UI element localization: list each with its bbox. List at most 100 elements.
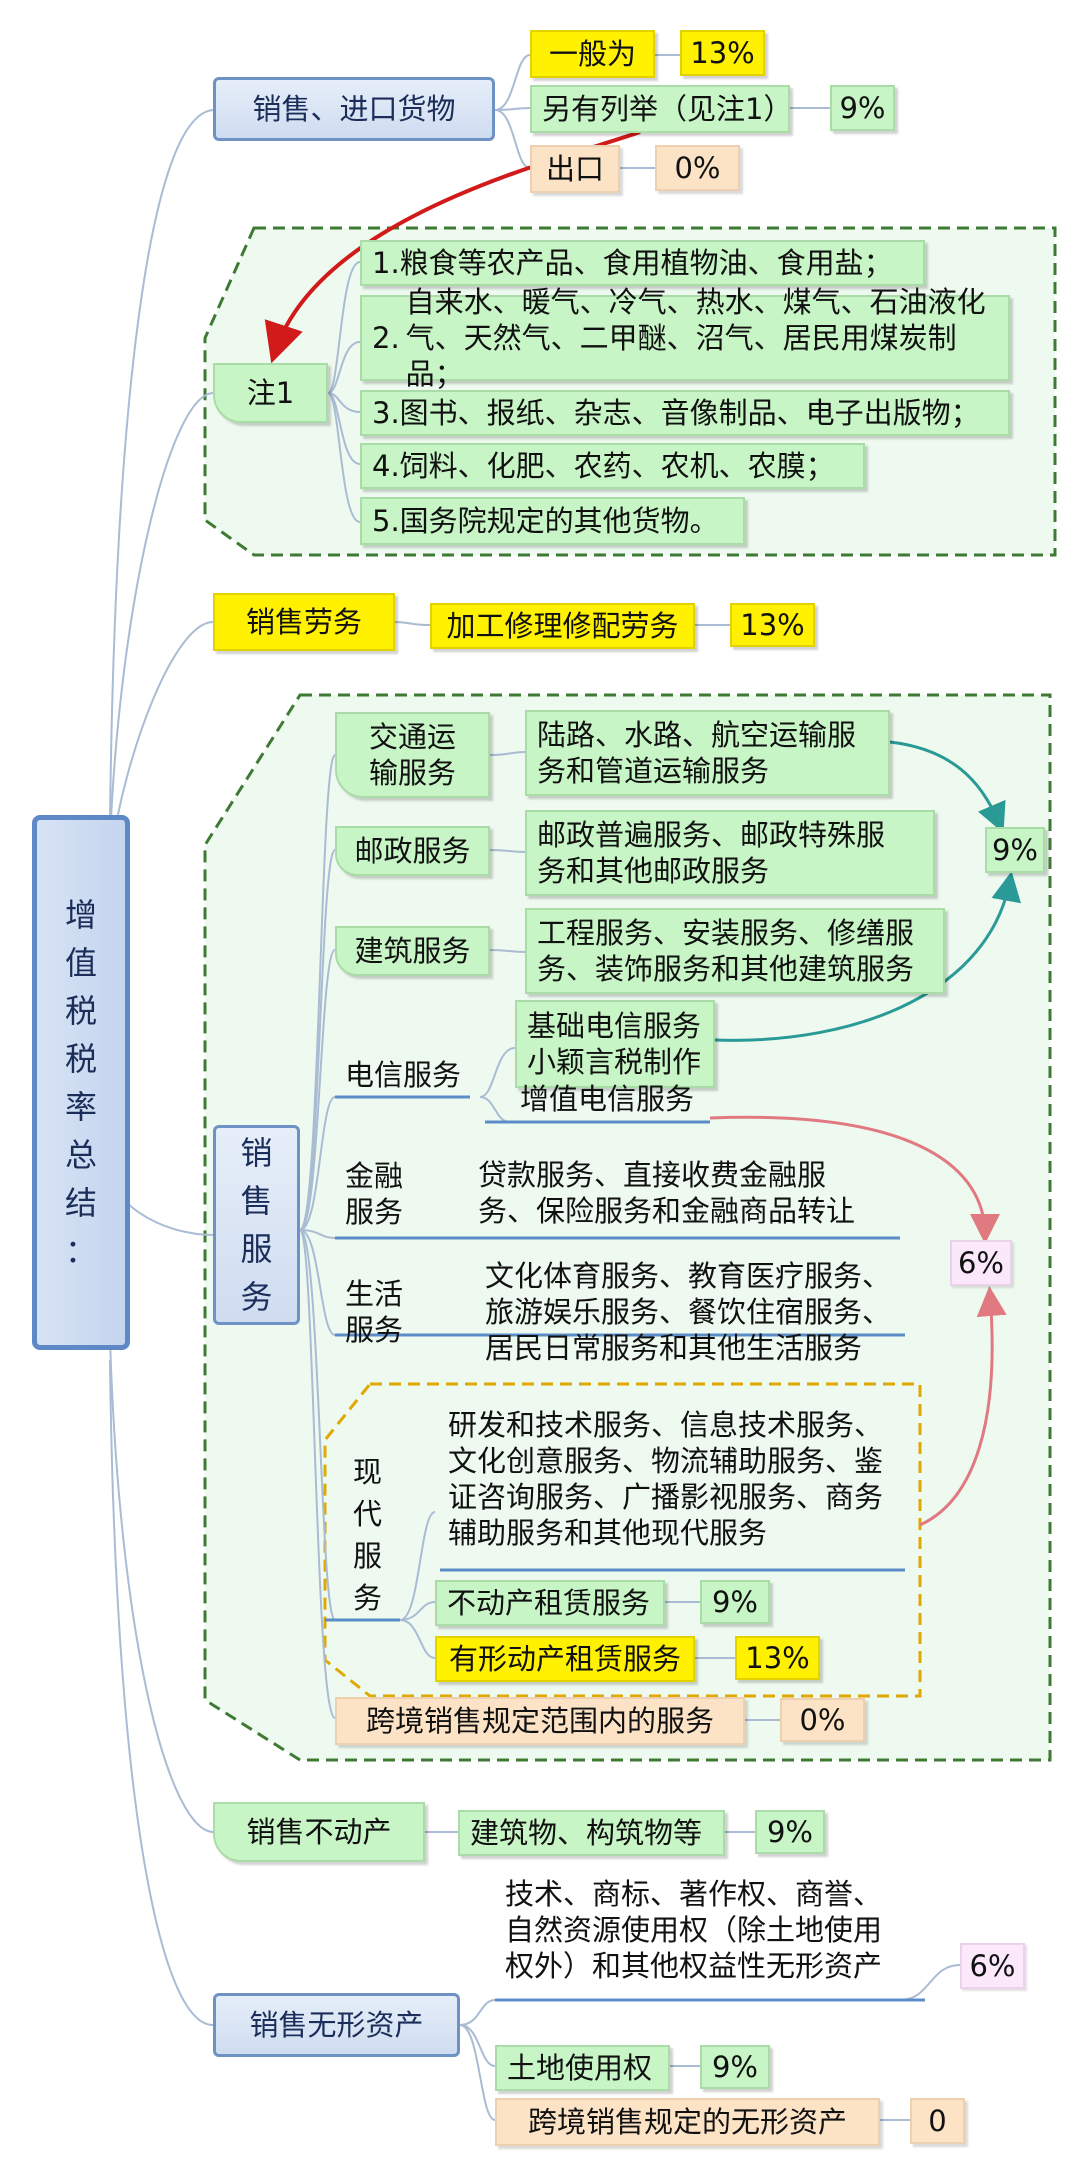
services-char: 销 [240,1134,273,1172]
note1-item-2: 2. 自来水、暖气、冷气、热水、煤气、石油液化 气、天然气、二甲醚、沼气、居民用… [360,285,1010,391]
life-label-line: 服务 [345,1313,404,1347]
goods-general-label: 一般为 [530,30,655,78]
modern-region [323,1382,922,1698]
finance-label-line: 金融 [345,1158,404,1193]
services-title: 销 售 服 务 [213,1125,300,1325]
realestate-title: 销售不动产 [213,1802,425,1862]
teal-arrow-1 [889,740,1006,834]
note1-item-4: 4.饲料、化肥、农药、农机、农膜； [360,443,865,489]
realestate-lease-label: 不动产租赁服务 [435,1580,665,1626]
life-desc-line: 居民日常服务和其他生活服务 [485,1331,863,1366]
root-char: 增 [64,895,97,934]
note1-item-num: 4. [372,448,400,483]
telecom-basic-line: 基础电信服务 [527,1008,702,1043]
note1-item-num: 3. [372,395,400,430]
note1-item-line: 自来水、暖气、冷气、热水、煤气、石油液化 [405,284,986,319]
services-rate-6: 6% [950,1240,1012,1286]
intangible-desc-line: 权外）和其他权益性无形资产 [505,1949,883,1984]
construction-desc-line: 工程服务、安装服务、修缮服 [537,915,915,950]
note1-item-text: 国务院规定的其他货物。 [399,503,719,538]
root-char: 率 [64,1087,97,1126]
life-desc-line: 文化体育服务、教育医疗服务、 [485,1258,892,1293]
note1-item-5: 5.国务院规定的其他货物。 [360,497,745,545]
construction-desc: 工程服务、安装服务、修缮服 务、装饰服务和其他建筑服务 [525,908,945,994]
note1-item-3: 3.图书、报纸、杂志、音像制品、电子出版物； [360,390,1010,436]
modern-desc-line: 研发和技术服务、信息技术服务、 [448,1407,884,1442]
goods-export-rate: 0% [655,145,740,191]
intangible-desc: 技术、商标、著作权、商誉、 自然资源使用权（除土地使用 权外）和其他权益性无形资… [505,1865,925,1995]
transport-desc-line: 陆路、水路、航空运输服 [537,717,857,752]
intangible-rate: 6% [960,1943,1025,1989]
note1-item-text: 饲料、化肥、农药、农机、农膜； [399,448,835,483]
transport-desc-line: 务和管道运输服务 [537,754,770,788]
finance-desc-line: 务、保险服务和金融商品转让 [478,1194,856,1228]
transport-label-line: 交通运 [368,719,456,754]
root-char: 税 [64,1039,97,1078]
root-char: 结 [64,1183,97,1222]
root-char: 值 [64,943,97,982]
modern-char: 服 [352,1539,382,1573]
realestate-lease-rate: 9% [700,1580,770,1624]
intangible-desc-line: 自然资源使用权（除土地使用 [505,1912,883,1947]
construction-desc-line: 务、装饰服务和其他建筑服务 [537,952,915,986]
modern-char: 现 [352,1455,382,1489]
tangible-lease-label: 有形动产租赁服务 [435,1636,695,1682]
note1-label: 注1 [213,363,328,423]
services-char: 售 [240,1182,273,1220]
note1-item-1: 1.粮食等农产品、食用植物油、食用盐； [360,240,925,286]
goods-export-label: 出口 [530,145,620,193]
modern-desc-line: 证咨询服务、广播影视服务、商务 [448,1480,884,1514]
finance-label-line: 服务 [345,1195,404,1229]
services-char: 服 [240,1230,273,1268]
transport-label-line: 输服务 [368,756,456,790]
pink-arrow-1 [709,1115,1000,1244]
goods-title: 销售、进口货物 [213,77,495,141]
services-char: 务 [240,1278,273,1316]
modern-desc: 研发和技术服务、信息技术服务、 文化创意服务、物流辅助服务、鉴 证咨询服务、广播… [448,1393,918,1565]
note1-item-line: 气、天然气、二甲醚、沼气、居民用煤炭制品； [405,320,957,392]
modern-desc-line: 文化创意服务、物流辅助服务、鉴 [448,1443,884,1478]
finance-desc-line: 贷款服务、直接收费金融服 [478,1157,827,1192]
root-char: 税 [64,991,97,1030]
intangible-crossborder-label: 跨境销售规定的无形资产 [495,2098,880,2146]
construction-label: 建筑服务 [335,926,490,976]
root-title: 增 值 税 税 率 总 结 ： [32,815,130,1350]
finance-label: 金融 服务 [345,1152,425,1236]
note1-item-text: 粮食等农产品、食用植物油、食用盐； [399,245,893,280]
goods-special-label: 另有列举（见注1） [530,85,792,133]
postal-desc-line: 邮政普遍服务、邮政特殊服 [537,817,886,852]
transport-label: 交通运 输服务 [335,712,490,798]
tangible-lease-rate: 13% [735,1636,820,1680]
goods-special-rate: 9% [830,85,895,131]
telecom-value-added: 增值电信服务 [520,1081,695,1116]
telecom-basic: 基础电信服务 小颖言税制作 [515,1000,715,1088]
life-label-line: 生活 [345,1276,404,1311]
telecom-label: 电信服务 [345,1057,462,1092]
goods-general-rate: 13% [680,30,765,76]
teal-arrow-2 [714,871,1021,1042]
modern-desc-line: 辅助服务和其他现代服务 [448,1516,768,1551]
transport-desc: 陆路、水路、航空运输服 务和管道运输服务 [525,710,890,796]
note1-item-num: 2. [372,320,400,355]
land-label: 土地使用权 [495,2045,670,2091]
realestate-rate: 9% [755,1810,825,1854]
note1-item-num: 1. [372,245,400,280]
finance-desc: 贷款服务、直接收费金融服 务、保险服务和金融商品转让 [478,1150,908,1236]
postal-label: 邮政服务 [335,826,490,876]
telecom-basic-line: 小颖言税制作 [527,1045,702,1079]
labor-title: 销售劳务 [213,593,395,651]
note1-item-num: 5. [372,503,400,538]
note1-item-text: 图书、报纸、杂志、音像制品、电子出版物； [399,395,980,430]
root-char: ： [64,1231,97,1270]
land-rate: 9% [700,2045,770,2089]
intangible-title: 销售无形资产 [213,1993,460,2057]
intangible-desc-line: 技术、商标、著作权、商誉、 [505,1876,883,1911]
crossborder-services-rate: 0% [780,1698,865,1742]
life-desc-line: 旅游娱乐服务、餐饮住宿服务、 [485,1294,892,1329]
modern-label: 现 代 服 务 [345,1450,390,1620]
postal-desc-line: 务和其他邮政服务 [537,854,770,888]
modern-char: 务 [352,1581,382,1615]
labor-rate: 13% [730,603,815,647]
labor-item: 加工修理修配劳务 [430,603,695,649]
crossborder-services-label: 跨境销售规定范围内的服务 [335,1697,745,1745]
